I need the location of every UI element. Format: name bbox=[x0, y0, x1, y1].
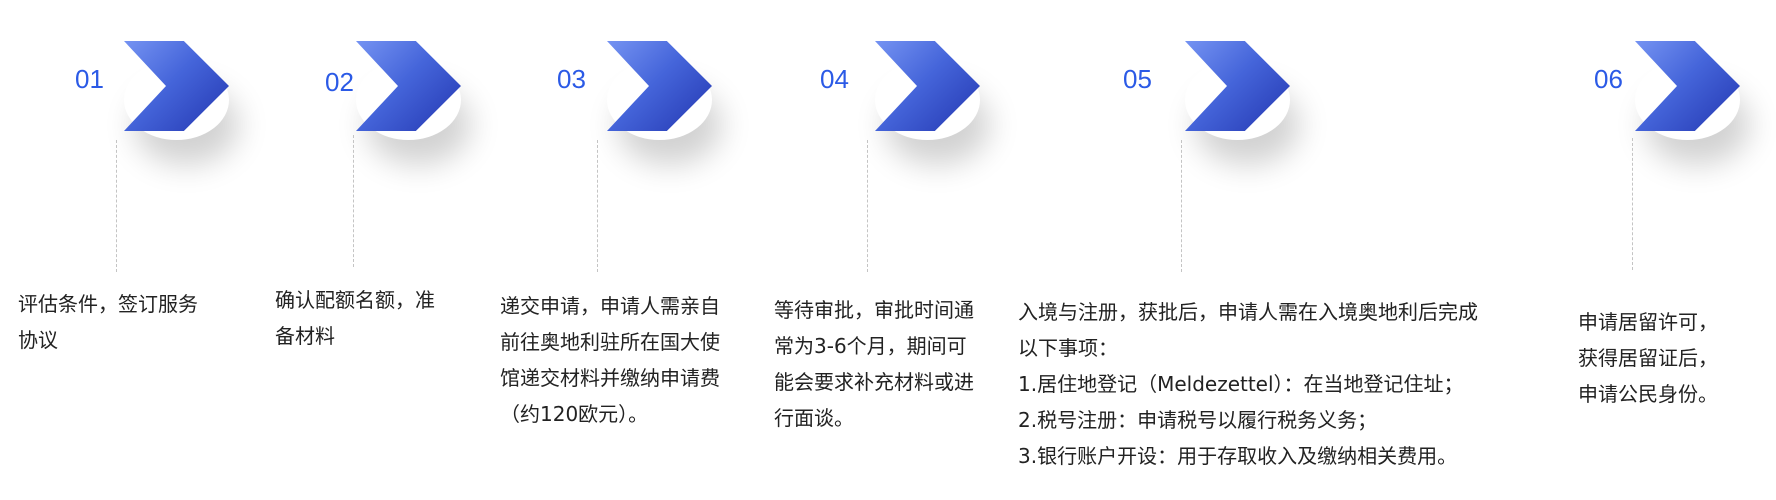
desc-line: 协议 bbox=[18, 328, 58, 352]
desc-line: 前往奥地利驻所在国大使 bbox=[500, 330, 720, 354]
step-number: 05 bbox=[1123, 64, 1152, 94]
dashed-connector bbox=[597, 140, 598, 272]
step-description: 确认配额名额，准 备材料 bbox=[275, 282, 435, 354]
desc-line: （约120欧元）。 bbox=[500, 402, 649, 426]
dashed-connector bbox=[1181, 140, 1182, 272]
step-number: 02 bbox=[325, 67, 354, 97]
step-description: 入境与注册，获批后，申请人需在入境奥地利后完成 以下事项： 1.居住地登记（Me… bbox=[1018, 294, 1478, 474]
desc-line: 申请居留许可， bbox=[1578, 310, 1718, 334]
desc-line: 申请公民身份。 bbox=[1578, 382, 1718, 406]
desc-line: 等待审批，审批时间通 bbox=[774, 298, 974, 322]
step-description: 等待审批，审批时间通 常为3-6个月，期间可 能会要求补充材料或进 行面谈。 bbox=[774, 292, 974, 436]
dashed-connector bbox=[867, 140, 868, 272]
desc-line: 递交申请，申请人需亲自 bbox=[500, 294, 720, 318]
step-description: 评估条件，签订服务 协议 bbox=[18, 286, 198, 358]
step-number: 06 bbox=[1594, 64, 1623, 94]
desc-line: 备材料 bbox=[275, 324, 335, 348]
dashed-connector bbox=[353, 135, 354, 267]
desc-line: 2.税号注册：申请税号以履行税务义务； bbox=[1018, 408, 1378, 432]
step-description: 递交申请，申请人需亲自 前往奥地利驻所在国大使 馆递交材料并缴纳申请费 （约12… bbox=[500, 288, 720, 432]
step-number: 01 bbox=[75, 64, 104, 94]
desc-line: 馆递交材料并缴纳申请费 bbox=[500, 366, 720, 390]
step-description: 申请居留许可， 获得居留证后， 申请公民身份。 bbox=[1578, 304, 1718, 412]
desc-line: 获得居留证后， bbox=[1578, 346, 1718, 370]
step-number: 03 bbox=[557, 64, 586, 94]
dashed-connector bbox=[116, 140, 117, 272]
step-number: 04 bbox=[820, 64, 849, 94]
desc-line: 确认配额名额，准 bbox=[275, 288, 435, 312]
desc-line: 常为3-6个月，期间可 bbox=[774, 334, 967, 358]
desc-line: 以下事项： bbox=[1018, 336, 1118, 360]
desc-line: 入境与注册，获批后，申请人需在入境奥地利后完成 bbox=[1018, 300, 1478, 324]
desc-line: 能会要求补充材料或进 bbox=[774, 370, 974, 394]
dashed-connector bbox=[1632, 138, 1633, 270]
desc-line: 行面谈。 bbox=[774, 406, 854, 430]
desc-line: 评估条件，签订服务 bbox=[18, 292, 198, 316]
desc-line: 1.居住地登记（Meldezettel）：在当地登记住址； bbox=[1018, 372, 1464, 396]
desc-line: 3.银行账户开设：用于存取收入及缴纳相关费用。 bbox=[1018, 444, 1458, 468]
